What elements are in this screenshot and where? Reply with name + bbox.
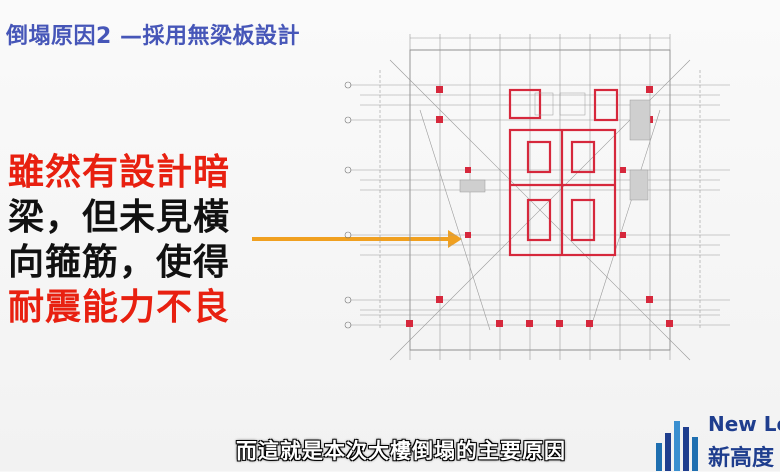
callout-line-2: 梁，但未見橫 bbox=[8, 197, 231, 238]
pointer-arrow-icon bbox=[252, 230, 462, 248]
callout-line-3: 向箍筋，使得 bbox=[8, 242, 231, 283]
slide-title: 倒塌原因2 —採用無梁板設計 bbox=[6, 24, 300, 49]
callout-text: 雖然有設計暗 梁，但未見橫 向箍筋，使得 耐震能力不良 bbox=[8, 150, 248, 330]
logo-name-en: New Le bbox=[708, 412, 780, 436]
structural-floor-plan bbox=[344, 34, 730, 361]
video-subtitle: 而這就是本次大樓倒塌的主要原因 bbox=[236, 439, 566, 463]
callout-line-1: 雖然有設計暗 bbox=[8, 152, 231, 193]
company-logo-icon bbox=[656, 421, 698, 471]
callout-line-4: 耐震能力不良 bbox=[8, 287, 231, 328]
logo-name-zh: 新高度 bbox=[708, 446, 775, 471]
